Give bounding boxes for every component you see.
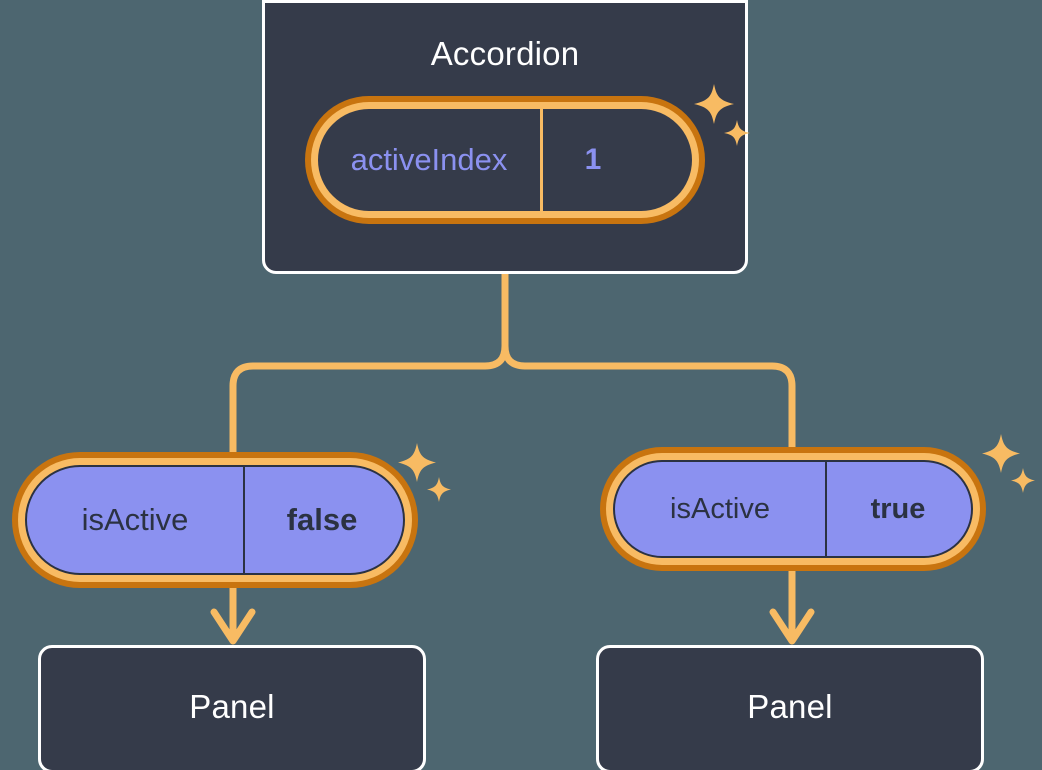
state-pill-key-is-active-left: isActive xyxy=(81,502,189,537)
panel-component-node-right[interactable]: Panel xyxy=(596,645,984,770)
sparkle-large-icon xyxy=(982,434,1020,473)
state-pill-ring: activeIndex 1 xyxy=(311,102,699,218)
state-pill-active-index[interactable]: activeIndex 1 xyxy=(305,96,705,224)
state-pill-divider xyxy=(243,467,245,573)
state-pill-key-is-active-right: isActive xyxy=(670,492,770,525)
sparkle-right-pill-icon xyxy=(978,432,1040,509)
connector-fork-left xyxy=(229,342,509,462)
state-pill-ring: isActive true xyxy=(606,453,980,565)
connector-fork xyxy=(501,270,796,456)
state-pill-is-active-right[interactable]: isActive true xyxy=(600,447,986,571)
state-pill-divider xyxy=(825,462,827,556)
sparkle-large-icon xyxy=(398,443,436,482)
state-pill-value-is-active-left: false xyxy=(286,502,358,537)
state-pill-body: isActive false xyxy=(25,465,405,575)
panel-component-node-left[interactable]: Panel xyxy=(38,645,426,770)
state-pill-value-active-index: 1 xyxy=(584,143,602,176)
arrow-right-head-icon xyxy=(769,608,815,645)
state-pill-ring: isActive false xyxy=(18,458,412,582)
state-pill-divider xyxy=(540,109,543,211)
state-pill-body: activeIndex 1 xyxy=(318,109,692,211)
state-pill-key-active-index: activeIndex xyxy=(350,142,508,177)
panel-node-title-right: Panel xyxy=(747,688,833,725)
sparkle-small-icon xyxy=(1011,468,1035,493)
state-pill-value-is-active-right: true xyxy=(870,492,926,525)
state-pill-is-active-left[interactable]: isActive false xyxy=(12,452,418,588)
accordion-node-title: Accordion xyxy=(430,35,580,72)
panel-node-title-left: Panel xyxy=(189,688,275,725)
sparkle-small-icon xyxy=(427,477,451,502)
arrow-left-head-icon xyxy=(210,608,256,645)
state-pill-body: isActive true xyxy=(613,460,973,558)
